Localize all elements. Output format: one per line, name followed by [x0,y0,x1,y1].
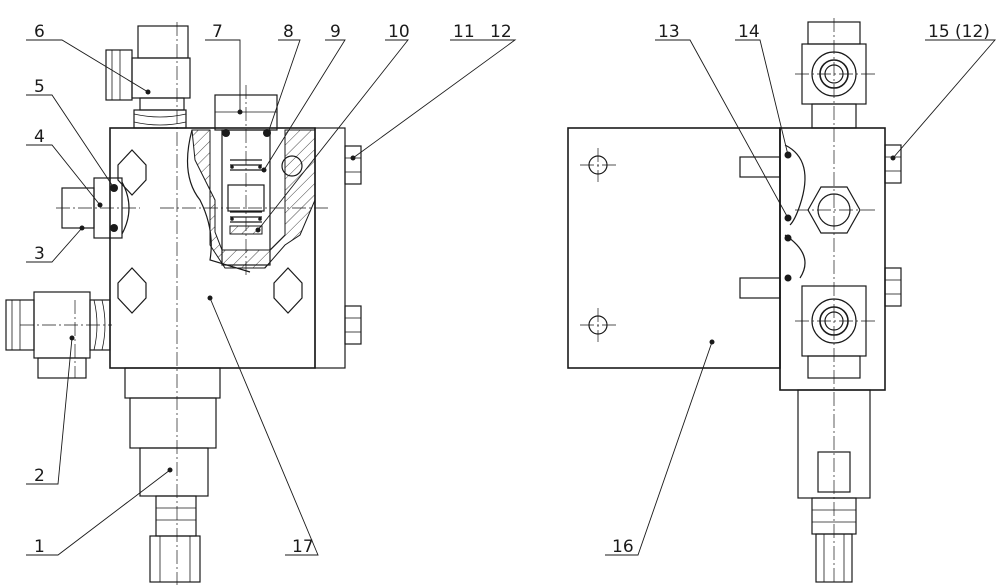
callout-4: 4 [34,127,45,147]
seal-curve [784,144,806,226]
hex-bolt [117,267,147,314]
callout-17: 17 [292,537,314,557]
cutaway-outline [186,129,251,273]
callout-8: 8 [283,22,294,42]
callout-14: 14 [738,22,760,42]
callout-2: 2 [34,466,45,486]
callout-10: 10 [388,22,410,42]
hex-bolt [117,149,147,196]
mounting-plate [567,127,781,369]
callout-labels: 1 2 3 4 5 6 7 8 9 10 11 12 13 14 15 (12)… [34,22,990,557]
hex-bolt [273,267,303,314]
callout-16: 16 [612,537,634,557]
top-fitting [105,25,191,129]
callout-9: 9 [330,22,341,42]
callout-15: 15 (12) [928,22,990,42]
spacer [739,277,781,299]
callout-12: 12 [490,22,512,42]
side-bolt-upper [344,145,362,185]
side-bolt-lower [344,305,362,345]
side-view [567,18,902,585]
lower-left-fitting [5,291,111,379]
leader-lines [26,39,996,556]
callout-7: 7 [212,22,223,42]
side-bolt-right-lower [884,267,902,307]
valve-body-side [779,127,886,391]
front-view [5,22,362,585]
callout-3: 3 [34,244,45,264]
callout-6: 6 [34,22,45,42]
spacer [739,156,781,178]
side-bolt-right-upper [884,144,902,184]
bottom-cartridge [124,367,221,583]
section-hatch [191,129,316,269]
side-plate [314,127,346,369]
callout-1: 1 [34,537,45,557]
callout-5: 5 [34,77,45,97]
callout-13: 13 [658,22,680,42]
callout-11: 11 [453,22,475,42]
